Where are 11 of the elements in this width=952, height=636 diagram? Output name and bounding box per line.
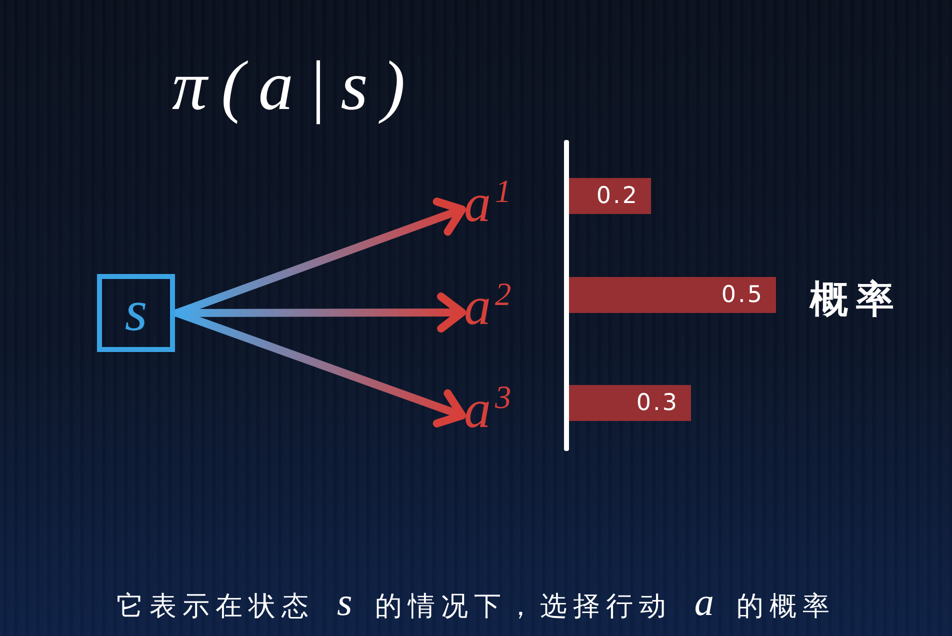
arrow [173,309,466,428]
probability-label: 概率 [810,280,902,318]
action-label: a$^{2}$ [464,279,512,333]
probability-bar: 0.5 [569,277,776,313]
state-box: s [97,274,175,352]
formula-title: π(a|s) [172,52,420,122]
action-label: a$^{3}$ [464,382,512,436]
action-label: a$^{1}$ [464,176,512,230]
probability-bar: 0.2 [569,178,651,214]
caption: 它表示在状态 s 的情况下，选择行动 a 的概率 [116,580,836,626]
probability-bar: 0.3 [569,385,691,421]
